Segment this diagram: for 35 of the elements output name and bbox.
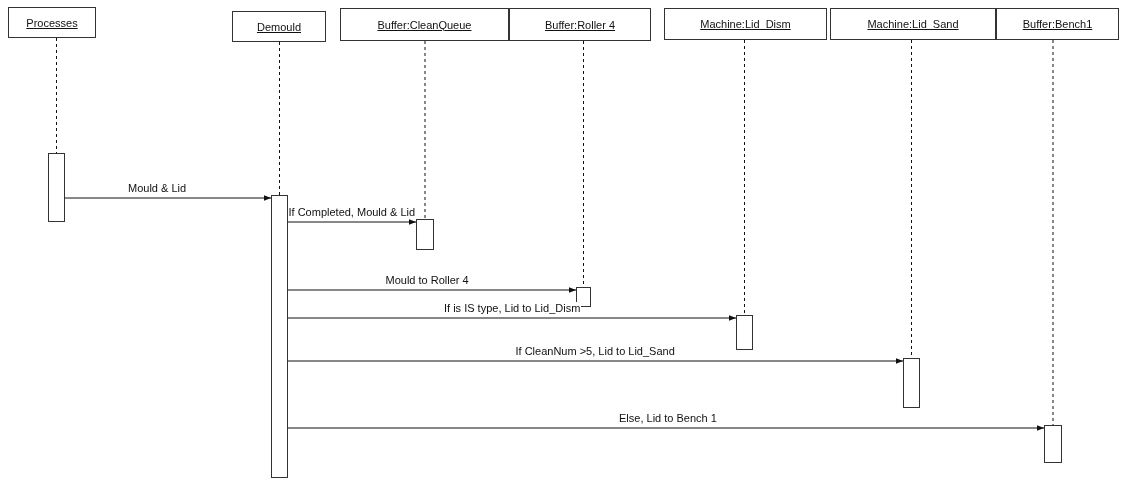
participant-name: Buffer:Bench1 — [1022, 18, 1093, 30]
participant-box — [340, 8, 509, 41]
lifeline — [424, 40, 426, 220]
message-arrow — [287, 287, 577, 293]
message-label: Else, Lid to Bench 1 — [618, 412, 718, 425]
participant-name: Processes — [26, 16, 78, 29]
message-arrow — [287, 219, 417, 225]
message-arrow — [64, 195, 272, 201]
activation-bar — [271, 195, 288, 478]
participant-name: Buffer:CleanQueue — [377, 18, 472, 31]
participant-name: Buffer:Roller 4 — [544, 18, 616, 31]
activation-bar — [1044, 425, 1062, 463]
message-arrow — [287, 315, 737, 321]
message-arrow — [287, 358, 904, 364]
message-label: If Completed, Mould & Lid — [287, 206, 417, 219]
lifeline — [744, 39, 745, 316]
activation-bar — [903, 358, 920, 408]
participant-box — [996, 8, 1119, 40]
message-label: Mould & Lid — [127, 182, 188, 195]
participant-box — [232, 11, 326, 42]
participant-box — [509, 8, 651, 41]
message-label: If is IS type, Lid to Lid_Dism — [443, 302, 582, 315]
activation-bar — [48, 153, 65, 222]
participant-box — [8, 7, 96, 38]
participant-name: Machine:Lid_Sand — [867, 18, 959, 30]
participant-box — [830, 8, 996, 40]
activation-bar — [736, 315, 753, 350]
activation-bar — [416, 219, 434, 250]
participant-box — [664, 8, 827, 40]
message-arrow — [287, 425, 1045, 431]
message-label: If CleanNum >5, Lid to Lid_Sand — [514, 345, 676, 358]
message-label: Mould to Roller 4 — [384, 274, 470, 287]
participant-name: Machine:Lid_Dism — [700, 18, 791, 30]
lifeline — [279, 41, 280, 196]
participant-name: Demould — [257, 20, 301, 33]
